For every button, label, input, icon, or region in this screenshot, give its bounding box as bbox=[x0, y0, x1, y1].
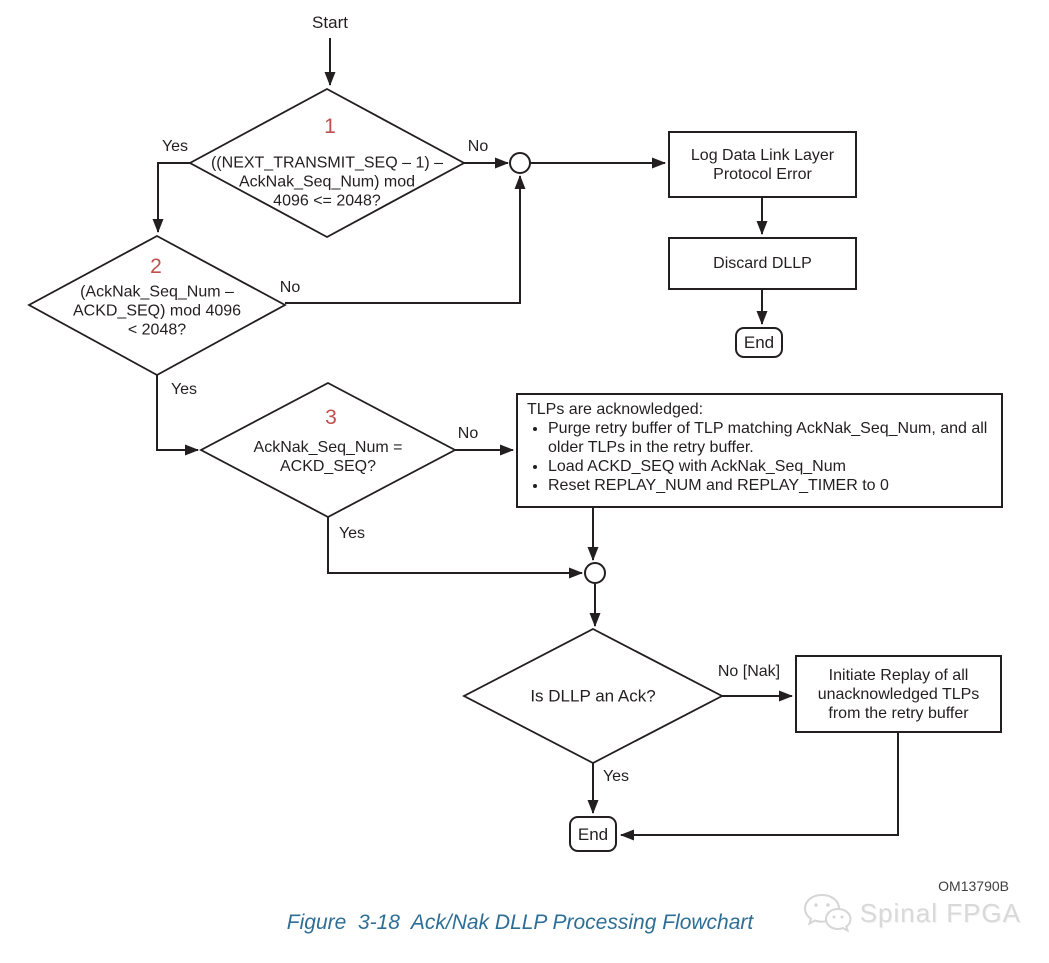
decision-1-text: ((NEXT_TRANSMIT_SEQ – 1) – AckNak_Seq_Nu… bbox=[210, 154, 444, 210]
end-terminal-bottom: End bbox=[569, 816, 617, 852]
initiate-replay-box: Initiate Replay of all unacknowledged TL… bbox=[795, 655, 1002, 733]
edge-d2-no bbox=[285, 175, 526, 304]
start-label: Start bbox=[312, 13, 348, 32]
decision-4-yes-label: Yes bbox=[602, 768, 630, 785]
junction-circle-1 bbox=[509, 152, 531, 174]
tlps-bullet: Purge retry buffer of TLP matching AckNa… bbox=[548, 419, 993, 457]
edge-d2-yes bbox=[156, 375, 199, 456]
discard-dllp-box: Discard DLLP bbox=[668, 237, 857, 290]
decision-4-no-label: No [Nak] bbox=[717, 663, 781, 680]
decision-3-number: 3 bbox=[325, 406, 337, 429]
tlps-bullet-list: Purge retry buffer of TLP matching AckNa… bbox=[527, 419, 993, 495]
watermark: Spinal FPGA bbox=[802, 892, 1021, 934]
decision-1-no-label: No bbox=[467, 138, 489, 155]
end-terminal-right: End bbox=[735, 327, 783, 358]
watermark-text: Spinal FPGA bbox=[859, 897, 1021, 928]
edge-replay-to-end bbox=[620, 733, 899, 841]
log-error-box: Log Data Link Layer Protocol Error bbox=[668, 131, 857, 198]
decision-2-diamond bbox=[27, 234, 287, 377]
decision-2-yes-label: Yes bbox=[170, 381, 198, 398]
tlps-bullet: Load ACKD_SEQ with AckNak_Seq_Num bbox=[548, 457, 993, 476]
tlps-bullet: Reset REPLAY_NUM and REPLAY_TIMER to 0 bbox=[548, 476, 993, 495]
decision-1-diamond bbox=[188, 87, 466, 239]
tlps-acknowledged-box: TLPs are acknowledged: Purge retry buffe… bbox=[516, 393, 1003, 508]
figure-code: OM13790B bbox=[938, 878, 1009, 894]
decision-4-diamond bbox=[462, 627, 724, 765]
decision-3-diamond bbox=[199, 381, 457, 519]
wechat-icon bbox=[803, 893, 852, 933]
figure-caption: Figure 3-18 Ack/Nak DLLP Processing Flow… bbox=[286, 911, 754, 934]
decision-3-no-label: No bbox=[457, 425, 479, 442]
decision-2-no-label: No bbox=[279, 279, 301, 296]
tlps-title: TLPs are acknowledged: bbox=[527, 401, 704, 418]
decision-3-yes-label: Yes bbox=[338, 525, 366, 542]
decision-2-text: (AckNak_Seq_Num – ACKD_SEQ) mod 4096 < 2… bbox=[72, 283, 242, 339]
decision-4-text: Is DLLP an Ack? bbox=[530, 686, 656, 706]
junction-circle-2 bbox=[584, 562, 606, 584]
decision-2-number: 2 bbox=[150, 255, 162, 278]
decision-1-number: 1 bbox=[324, 115, 336, 138]
edge-d3-yes bbox=[327, 517, 583, 579]
decision-3-text: AckNak_Seq_Num = ACKD_SEQ? bbox=[253, 439, 403, 475]
edge-d1-yes bbox=[152, 162, 190, 233]
decision-1-yes-label: Yes bbox=[161, 138, 189, 155]
